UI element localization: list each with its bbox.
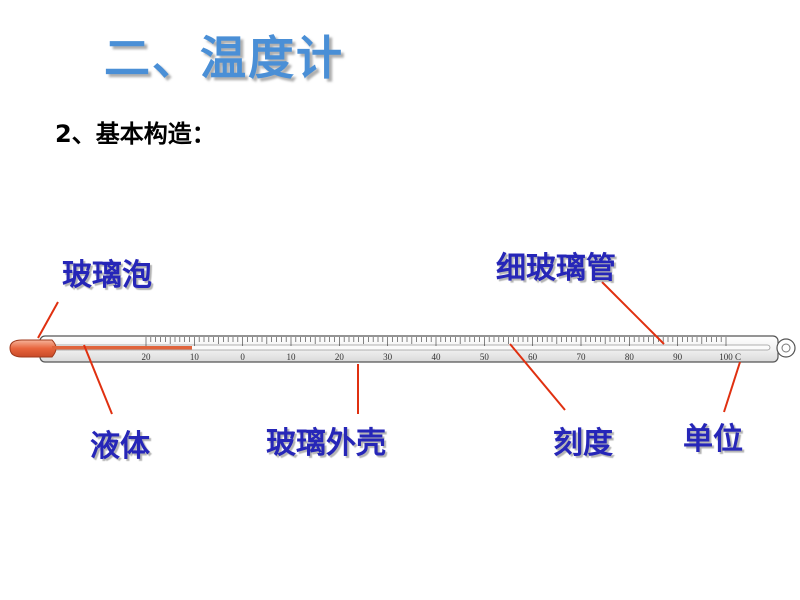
scale-number: 20 (335, 352, 345, 362)
leader-scale (509, 343, 566, 411)
slide-subtitle: 2、基本构造： (55, 120, 216, 148)
scale-number: 30 (383, 352, 393, 362)
scale-number: 10 (287, 352, 297, 362)
label-liquid: 液体 (90, 429, 150, 464)
scale-ticks (145, 337, 727, 346)
scale-number: 0 (240, 352, 245, 362)
slide-title: 二、温度计 (104, 31, 344, 85)
leader-liquid (83, 344, 113, 415)
scale-number: 10 (190, 352, 200, 362)
label-glass-shell: 玻璃外壳 (266, 426, 386, 461)
scale-number: 40 (432, 352, 442, 362)
label-capillary-tube: 细玻璃管 (496, 251, 616, 286)
liquid-column (52, 346, 192, 350)
leader-bulb (37, 301, 59, 339)
leader-capillary (601, 281, 665, 345)
scale-number: 20 (142, 352, 152, 362)
label-unit: 单位 (683, 422, 743, 457)
scale-number: 90 (673, 352, 683, 362)
scale-number: 70 (577, 352, 587, 362)
label-glass-bulb: 玻璃泡 (62, 258, 152, 293)
label-scale: 刻度 (553, 426, 613, 461)
scale-number: 60 (528, 352, 538, 362)
leader-unit (723, 361, 741, 413)
scale-number: 80 (625, 352, 635, 362)
scale-number: 100 (719, 352, 733, 362)
scale-number: C (735, 352, 741, 362)
scale-number: 50 (480, 352, 490, 362)
glass-bulb (9, 339, 57, 358)
